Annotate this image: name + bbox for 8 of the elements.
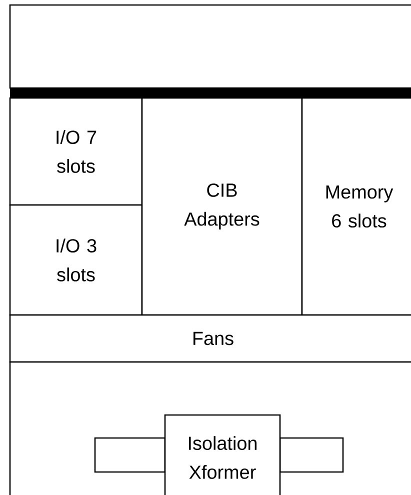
slot-box: I/O 7 slots bbox=[9, 97, 143, 206]
side-box bbox=[279, 437, 344, 473]
slot-box: Memory 6 slots bbox=[301, 97, 411, 316]
fan-band: Fans bbox=[9, 314, 411, 363]
side-box bbox=[94, 437, 166, 473]
transformer-box: Isolation Xformer bbox=[164, 414, 281, 495]
compartment-box bbox=[9, 4, 411, 89]
slot-box: I/O 3 slots bbox=[9, 204, 143, 316]
